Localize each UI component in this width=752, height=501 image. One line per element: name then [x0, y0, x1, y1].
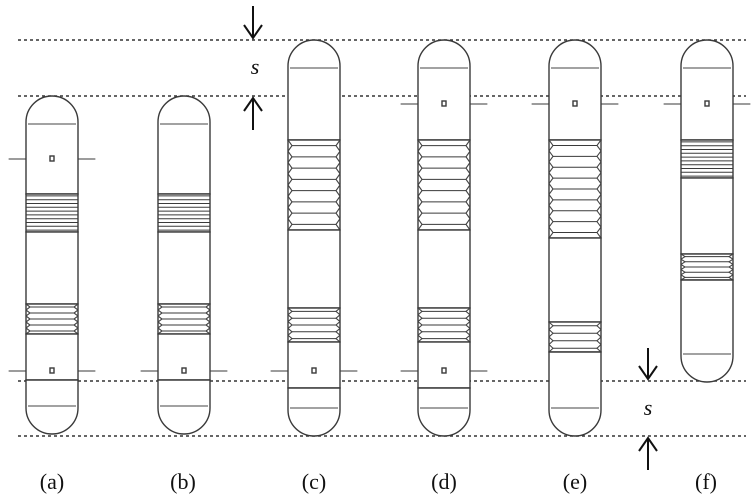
end-cap — [287, 387, 341, 437]
up-arrow-icon — [243, 96, 263, 130]
end-cap — [417, 387, 471, 437]
cylinder-segment — [287, 229, 341, 309]
label-f: (f) — [695, 469, 717, 494]
end-cap — [548, 351, 602, 437]
down-arrow-icon — [243, 6, 263, 40]
bellows-section — [157, 193, 211, 233]
cylinder-segment — [548, 237, 602, 323]
end-cap — [157, 379, 211, 435]
label-d: (d) — [431, 469, 457, 494]
mount-pin — [49, 155, 55, 162]
bellows-section — [680, 139, 734, 179]
mount-pin — [181, 367, 187, 374]
end-cap — [680, 279, 734, 383]
mount-pin — [704, 100, 710, 107]
cylinder-segment — [680, 177, 734, 255]
mount-pin — [441, 367, 447, 374]
mount-pin — [572, 100, 578, 107]
actuator-e — [531, 39, 619, 437]
mount-pin — [49, 367, 55, 374]
cylinder-segment — [417, 229, 471, 309]
mount-pin — [311, 367, 317, 374]
actuator-c — [270, 39, 358, 437]
cylinder-segment — [25, 231, 79, 305]
actuator-f — [663, 39, 751, 383]
end-cap — [25, 95, 79, 195]
end-cap — [157, 95, 211, 195]
lower-dimension: s — [638, 348, 658, 470]
end-cap — [548, 39, 602, 141]
dimension-label-upper: s — [251, 54, 260, 79]
bellows-section — [25, 193, 79, 233]
end-cap — [25, 379, 79, 435]
bellows-section — [287, 139, 341, 231]
cylinder-segment — [287, 341, 341, 389]
actuator-d — [400, 39, 488, 437]
label-b: (b) — [170, 469, 196, 494]
down-arrow-icon — [638, 348, 658, 381]
label-e: (e) — [563, 469, 587, 494]
up-arrow-icon — [638, 436, 658, 470]
end-cap — [680, 39, 734, 141]
label-a: (a) — [40, 469, 64, 494]
label-c: (c) — [302, 469, 326, 494]
bellows-section — [548, 321, 602, 353]
bellows-section — [417, 139, 471, 231]
actuator-b — [140, 95, 228, 435]
dimension-label-lower: s — [644, 395, 653, 420]
cylinder-segment — [417, 341, 471, 389]
cylinder-segment — [157, 231, 211, 305]
end-cap — [287, 39, 341, 141]
end-cap — [417, 39, 471, 141]
mount-pin — [441, 100, 447, 107]
upper-dimension: s — [243, 6, 263, 130]
actuator-a — [8, 95, 96, 435]
